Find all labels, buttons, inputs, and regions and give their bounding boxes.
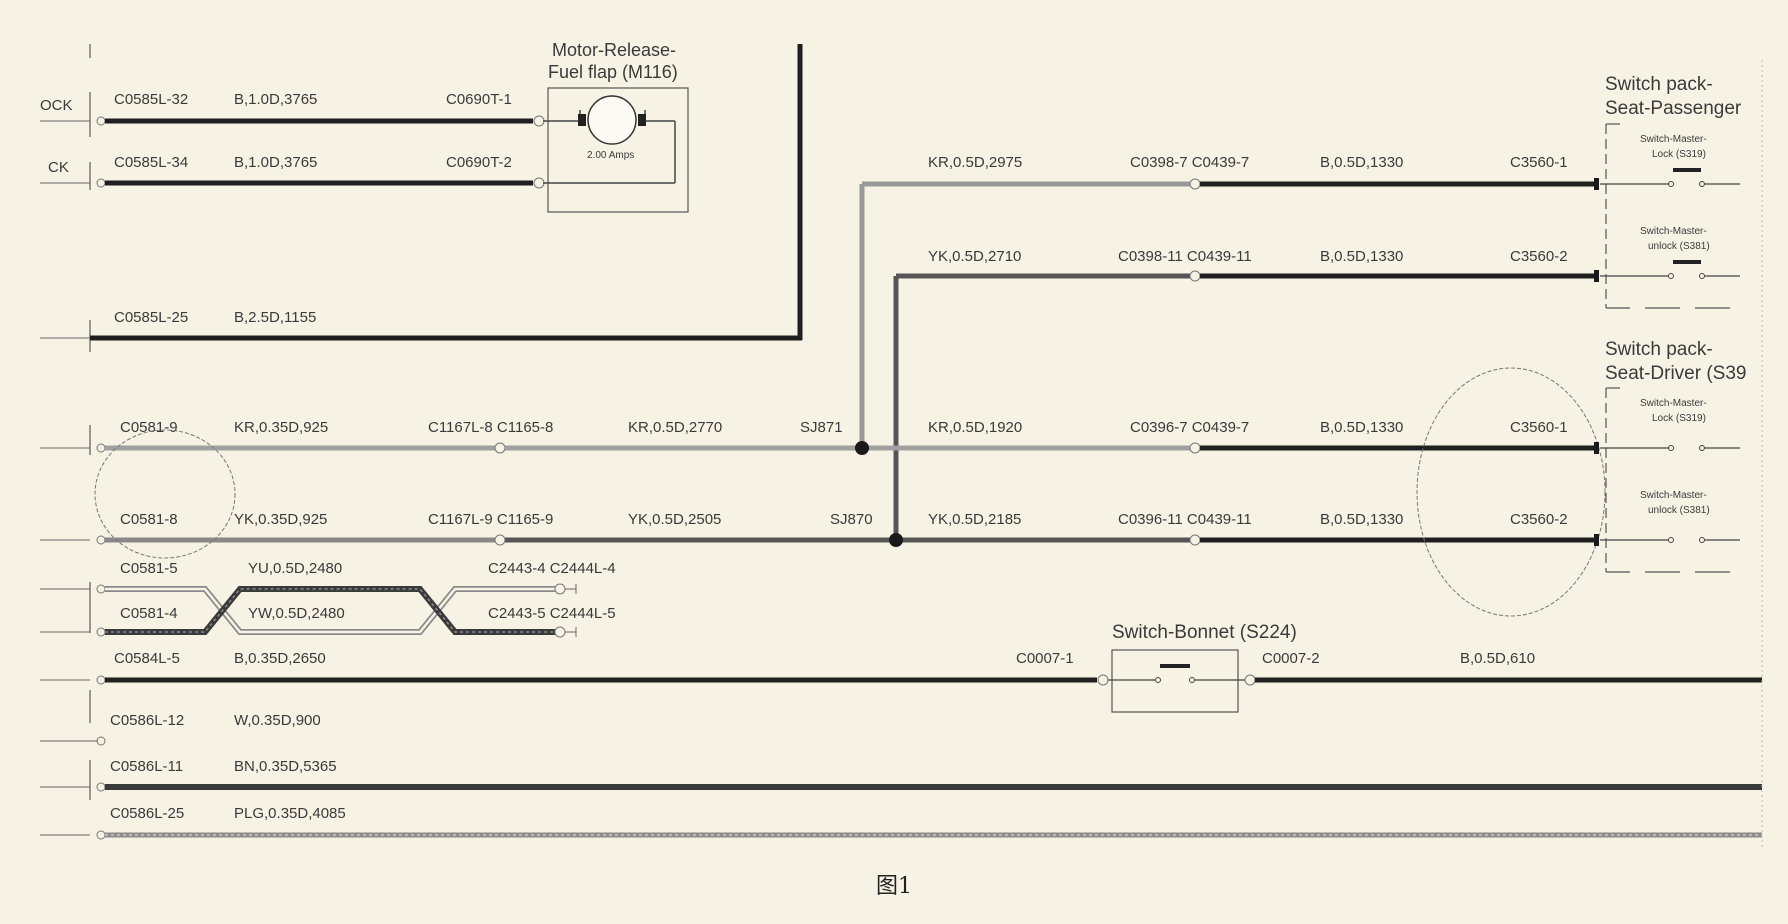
wire-connector-label: C0581-4 xyxy=(120,605,178,622)
highlight-circle-right xyxy=(1416,367,1606,617)
switch-pack-driver: Switch pack- Seat-Driver (S39 Switch-Mas… xyxy=(1600,339,1747,573)
highlight-circle-left xyxy=(94,429,236,559)
motor-fuel-flap: Motor-Release- Fuel flap (M116) 2.00 Amp… xyxy=(543,40,689,213)
wire-c0585l-32: C0585L-32 B,1.0D,3765 C0690T-1 xyxy=(40,91,545,127)
wire-spec-label: B,2.5D,1155 xyxy=(234,309,316,326)
right-wire-spec: KR,0.5D,1920 xyxy=(928,419,1022,436)
right-wire-spec2: B,0.5D,1330 xyxy=(1320,248,1403,265)
right-wire-spec: YK,0.5D,2710 xyxy=(928,248,1021,265)
wire-connector-label: C0584L-5 xyxy=(114,650,180,667)
driver-lock-label-2: Lock (S319) xyxy=(1652,413,1706,424)
right-wire-passenger-lock: KR,0.5D,2975 C0398-7 C0439-7 B,0.5D,1330… xyxy=(928,154,1596,190)
wire-spec-label: KR,0.35D,925 xyxy=(234,419,328,436)
wire-spec-label: PLG,0.35D,4085 xyxy=(234,805,346,822)
driver-pack-title-line2: Seat-Driver (S39 xyxy=(1605,363,1747,384)
wire-c0586l-12: C0586L-12 W,0.35D,900 xyxy=(40,712,321,746)
driver-unlock-label-1: Switch-Master- xyxy=(1640,490,1707,501)
switch-pack-passenger: Switch pack- Seat-Passenger Switch-Maste… xyxy=(1600,74,1742,309)
passenger-unlock-label-2: unlock (S381) xyxy=(1648,241,1710,252)
wire-end-label: C0690T-1 xyxy=(446,91,512,108)
wire-spec2-label: B,0.5D,610 xyxy=(1460,650,1535,667)
splice-label: SJ870 xyxy=(830,511,873,528)
right-wire-end: C3560-2 xyxy=(1510,511,1568,528)
edge-label-lock: OCK xyxy=(40,97,73,114)
wire-end-label: C0007-1 xyxy=(1016,650,1074,667)
right-wire-spec2: B,0.5D,1330 xyxy=(1320,154,1403,171)
wire-spec-label: YU,0.5D,2480 xyxy=(248,560,342,577)
wire-connector-label: C0581-9 xyxy=(120,419,178,436)
wire-mid-label: C1167L-8 C1165-8 xyxy=(428,419,553,436)
passenger-unlock-label-1: Switch-Master- xyxy=(1640,226,1707,237)
riser-lines xyxy=(859,181,1190,540)
wire-c0586l-25: C0586L-25 PLG,0.35D,4085 xyxy=(40,805,1762,840)
wire-end-label: C0690T-2 xyxy=(446,154,512,171)
wire-c0581-9: C0581-9 KR,0.35D,925 C1167L-8 C1165-8 KR… xyxy=(40,419,1596,455)
wire-c0581-8: C0581-8 YK,0.35D,925 C1167L-9 C1165-9 YK… xyxy=(40,511,1596,547)
right-wire-passenger-unlock: YK,0.5D,2710 C0398-11 C0439-11 B,0.5D,13… xyxy=(928,248,1596,282)
switch-contact-icon xyxy=(1673,260,1701,264)
wire-spec-label: W,0.35D,900 xyxy=(234,712,321,729)
wire-spec2-label: YK,0.5D,2505 xyxy=(628,511,721,528)
wire-c0585l-25: C0585L-25 B,2.5D,1155 xyxy=(40,309,802,341)
wire-connector-label: C0585L-34 xyxy=(114,154,188,171)
wire-connector-label: C0585L-32 xyxy=(114,91,188,108)
wire-connector-label: C0581-5 xyxy=(120,560,178,577)
splice-dot xyxy=(889,533,903,547)
wire-end-label: C2443-5 C2444L-5 xyxy=(488,605,616,622)
wire-mid-label: C1167L-9 C1165-9 xyxy=(428,511,553,528)
motor-title-line1: Motor-Release- xyxy=(552,40,676,60)
right-wire-end: C3560-2 xyxy=(1510,248,1568,265)
driver-pack-title-line1: Switch pack- xyxy=(1605,339,1713,360)
bonnet-title: Switch-Bonnet (S224) xyxy=(1112,622,1297,643)
wire-c0586l-11: C0586L-11 BN,0.35D,5365 xyxy=(40,758,1762,792)
wire-c0585l-34: C0585L-34 B,1.0D,3765 C0690T-2 xyxy=(40,154,545,189)
right-wire-spec2: B,0.5D,1330 xyxy=(1320,419,1403,436)
figure-caption: 图1 xyxy=(876,874,912,899)
right-wire-conn: C0396-11 C0439-11 xyxy=(1118,511,1252,528)
wire-spec-label: BN,0.35D,5365 xyxy=(234,758,337,775)
wire-spec-label: B,1.0D,3765 xyxy=(234,91,317,108)
motor-title-line2: Fuel flap (M116) xyxy=(548,62,678,82)
right-wire-spec: YK,0.5D,2185 xyxy=(928,511,1021,528)
right-wire-end: C3560-1 xyxy=(1510,154,1568,171)
wire-connector-label: C0586L-25 xyxy=(110,805,184,822)
wire-spec2-label: KR,0.5D,2770 xyxy=(628,419,722,436)
motor-symbol-icon xyxy=(587,95,637,145)
driver-unlock-label-2: unlock (S381) xyxy=(1648,505,1710,516)
wire-c0584l-5: C0584L-5 B,0.35D,2650 C0007-1 C0007-2 B,… xyxy=(40,650,1762,686)
right-wire-conn: C0396-7 C0439-7 xyxy=(1130,419,1249,436)
wire-connector-label: C0586L-12 xyxy=(110,712,184,729)
passenger-lock-label-2: Lock (S319) xyxy=(1652,149,1706,160)
passenger-pack-title-line2: Seat-Passenger xyxy=(1605,98,1742,119)
passenger-lock-label-1: Switch-Master- xyxy=(1640,134,1707,145)
edge-label-unlock: CK xyxy=(48,159,69,176)
switch-contact-icon xyxy=(1160,664,1190,668)
right-wire-spec2: B,0.5D,1330 xyxy=(1320,511,1403,528)
wire-spec-label: B,0.35D,2650 xyxy=(234,650,326,667)
wire-spec-label: YW,0.5D,2480 xyxy=(248,605,345,622)
wire-end-label: C2443-4 C2444L-4 xyxy=(488,560,616,577)
wire-spec-label: B,1.0D,3765 xyxy=(234,154,317,171)
right-wire-spec: KR,0.5D,2975 xyxy=(928,154,1022,171)
wire-connector-label: C0581-8 xyxy=(120,511,178,528)
right-wire-conn: C0398-7 C0439-7 xyxy=(1130,154,1249,171)
switch-contact-icon xyxy=(1673,168,1701,172)
passenger-pack-title-line1: Switch pack- xyxy=(1605,74,1713,95)
driver-lock-label-1: Switch-Master- xyxy=(1640,398,1707,409)
wire-connector-label: C0585L-25 xyxy=(114,309,188,326)
twisted-pair-yu-yw: C0581-5 YU,0.5D,2480 C2443-4 C2444L-4 C0… xyxy=(40,560,616,638)
switch-bonnet: Switch-Bonnet (S224) xyxy=(1108,622,1297,713)
motor-rating: 2.00 Amps xyxy=(587,150,634,161)
splice-dot xyxy=(855,441,869,455)
splice-label: SJ871 xyxy=(800,419,843,436)
right-wire-end: C3560-1 xyxy=(1510,419,1568,436)
pack-terminals xyxy=(1594,178,1599,546)
wire-connector-label: C0586L-11 xyxy=(110,758,183,775)
right-wire-conn: C0398-11 C0439-11 xyxy=(1118,248,1252,265)
wire-end2-label: C0007-2 xyxy=(1262,650,1320,667)
wire-spec-label: YK,0.35D,925 xyxy=(234,511,327,528)
